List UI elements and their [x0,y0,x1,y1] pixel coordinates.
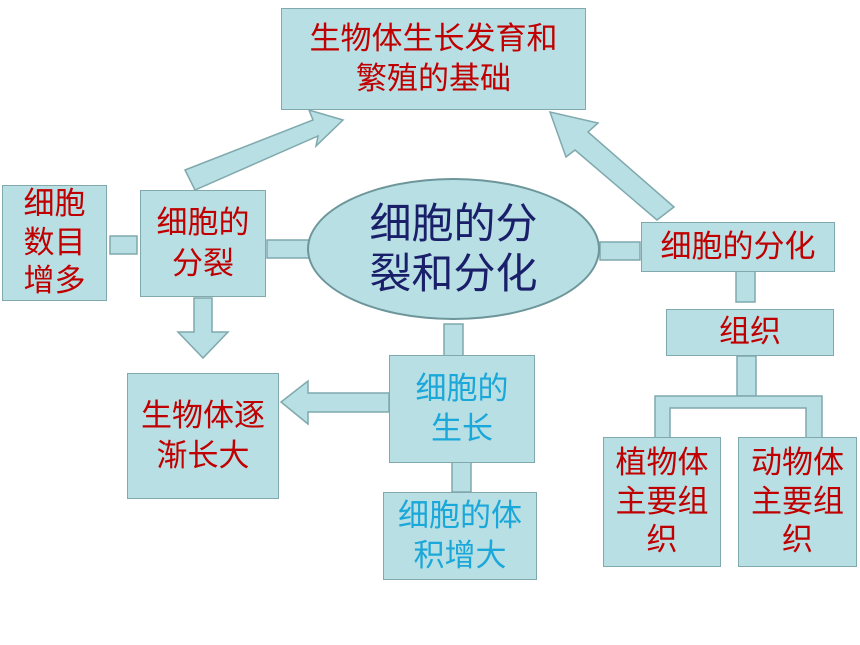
node-division-label: 细胞的 分裂 [156,205,250,282]
node-top-label: 生物体生长发育和 繁殖的基础 [309,20,558,97]
connector-division-center [266,239,310,259]
node-center-label: 细胞的分 裂和分化 [369,198,538,298]
connector-branch [654,395,823,439]
node-tissue: 组织 [666,309,834,356]
connector-growth-volume [451,461,472,493]
node-tissue-label: 组织 [719,314,781,351]
node-growth-large: 生物体逐 渐长大 [127,373,279,499]
node-differentiation-label: 细胞的分化 [660,228,816,265]
connector-center-growth [443,323,464,357]
node-top: 生物体生长发育和 繁殖的基础 [281,8,586,110]
connector-number-division [109,235,138,255]
node-cell-growth-label: 细胞的 生长 [415,370,509,447]
connector-differentiation-tissue [735,269,756,303]
node-cell-volume-label: 细胞的体 积增大 [398,497,522,574]
node-plant-tissue: 植物体 主要组 织 [603,437,721,567]
node-growth-large-label: 生物体逐 渐长大 [141,397,265,474]
arrow-differentiation-to-top [548,110,676,221]
arrow-division-down [176,297,230,360]
node-animal-tissue-label: 动物体 主要组 织 [751,444,844,559]
node-cell-growth: 细胞的 生长 [389,355,535,463]
node-plant-tissue-label: 植物体 主要组 织 [615,444,709,559]
node-division: 细胞的 分裂 [140,190,266,297]
node-animal-tissue: 动物体 主要组 织 [738,437,857,567]
node-cell-number-label: 细胞 数目 增多 [23,185,86,300]
arrow-division-to-top [183,108,345,191]
connector-tissue-down [736,355,757,397]
node-cell-number: 细胞 数目 增多 [2,185,107,301]
node-differentiation: 细胞的分化 [641,222,835,272]
node-center: 细胞的分 裂和分化 [307,178,600,320]
connector-center-differentiation [599,241,641,261]
arrow-growth-left [279,379,390,426]
node-cell-volume: 细胞的体 积增大 [383,492,537,580]
